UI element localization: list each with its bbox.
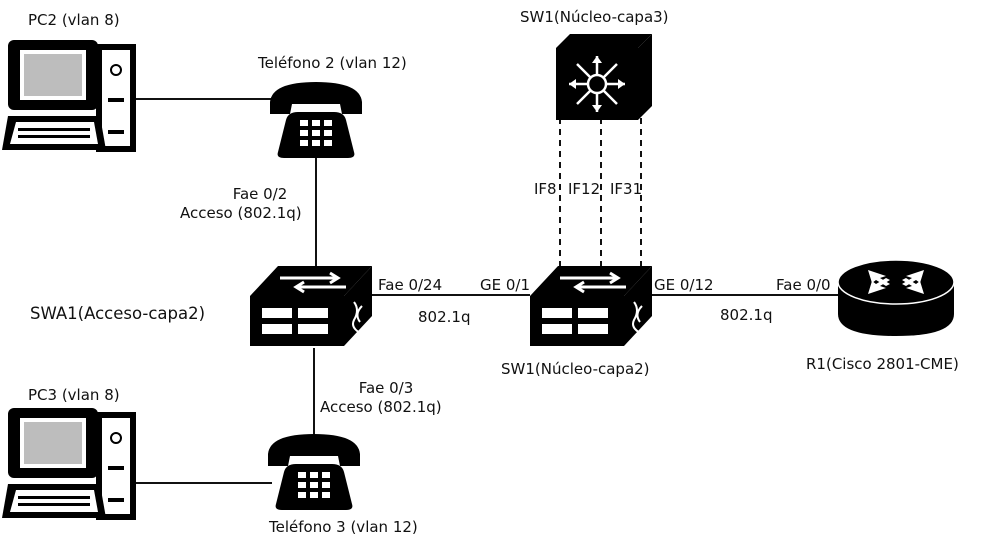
sw1-l2-label: SW1(Núcleo-capa2) bbox=[501, 360, 650, 378]
sw1-l2-switch-icon[interactable] bbox=[530, 266, 652, 346]
swa1-phone2-port-label: Fae 0/2 bbox=[232, 185, 288, 203]
swa1-switch-icon[interactable] bbox=[250, 266, 372, 346]
if31-label: IF31 bbox=[610, 180, 643, 198]
pc3-icon[interactable] bbox=[2, 408, 136, 520]
sw1-l3-multilayer-switch-icon[interactable] bbox=[556, 34, 652, 120]
swa1-label: SWA1(Acceso-capa2) bbox=[30, 304, 206, 323]
if8-label: IF8 bbox=[534, 180, 557, 198]
virtual-interfaces bbox=[559, 118, 642, 270]
connections bbox=[133, 98, 840, 484]
swa1-phone3-mode-label: Acceso (802.1q) bbox=[320, 398, 442, 416]
swa1-phone3-port-label: Fae 0/3 bbox=[358, 379, 414, 397]
pc2-label: PC2 (vlan 8) bbox=[28, 11, 120, 29]
swa1-sw1-encap-label: 802.1q bbox=[418, 308, 471, 326]
phone2-icon[interactable] bbox=[270, 82, 362, 158]
sw1-r1-port-a-label: GE 0/12 bbox=[654, 276, 714, 294]
swa1-sw1-port-a-label: Fae 0/24 bbox=[378, 276, 443, 294]
phone2-label: Teléfono 2 (vlan 12) bbox=[258, 54, 407, 72]
r1-router-icon[interactable] bbox=[837, 259, 955, 336]
sw1-r1-encap-label: 802.1q bbox=[720, 306, 773, 324]
r1-label: R1(Cisco 2801-CME) bbox=[806, 355, 959, 373]
swa1-sw1-port-b-label: GE 0/1 bbox=[480, 276, 531, 294]
swa1-phone2-mode-label: Acceso (802.1q) bbox=[180, 204, 302, 222]
sw1-l3-label: SW1(Núcleo-capa3) bbox=[520, 8, 669, 26]
phone3-label: Teléfono 3 (vlan 12) bbox=[269, 518, 418, 536]
sw1-r1-port-b-label: Fae 0/0 bbox=[776, 276, 831, 294]
if12-label: IF12 bbox=[568, 180, 601, 198]
phone3-icon[interactable] bbox=[268, 434, 360, 510]
pc2-icon[interactable] bbox=[2, 40, 136, 152]
pc3-label: PC3 (vlan 8) bbox=[28, 386, 120, 404]
